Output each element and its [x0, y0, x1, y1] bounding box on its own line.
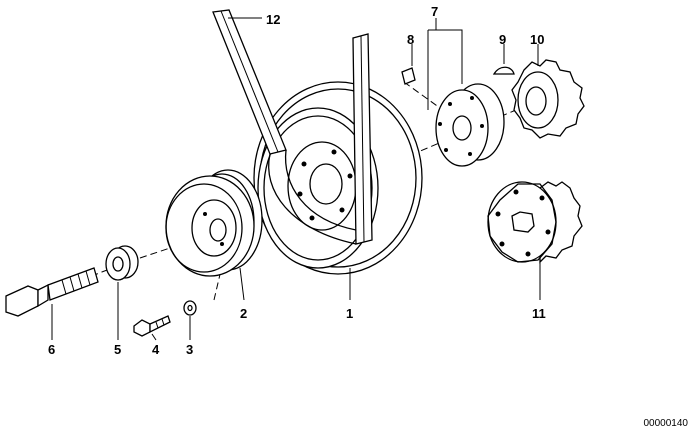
woodruff-key [492, 66, 515, 75]
v-belt [212, 9, 373, 245]
callout-6: 6 [48, 342, 55, 357]
callout-10: 10 [530, 32, 544, 47]
callout-9: 9 [499, 32, 506, 47]
callout-12: 12 [266, 12, 280, 27]
vibration-damper [253, 81, 423, 275]
central-bolt [5, 267, 99, 317]
dowel-pin [401, 67, 416, 85]
callout-1: 1 [346, 306, 353, 321]
sprocket [511, 59, 585, 139]
callout-2: 2 [240, 306, 247, 321]
document-id: 00000140 [644, 418, 689, 429]
lock-washer [183, 300, 197, 316]
washer [105, 245, 139, 281]
leader-lines [51, 17, 541, 341]
callout-4: 4 [152, 342, 160, 357]
callout-11: 11 [532, 306, 546, 321]
callout-8: 8 [407, 32, 414, 47]
callout-3: 3 [186, 342, 193, 357]
hub [435, 83, 505, 167]
sprocket-hub [487, 181, 583, 264]
belt-pulley [165, 169, 263, 277]
callout-7: 7 [431, 4, 438, 19]
hex-bolt [133, 315, 171, 337]
callout-5: 5 [114, 342, 121, 357]
